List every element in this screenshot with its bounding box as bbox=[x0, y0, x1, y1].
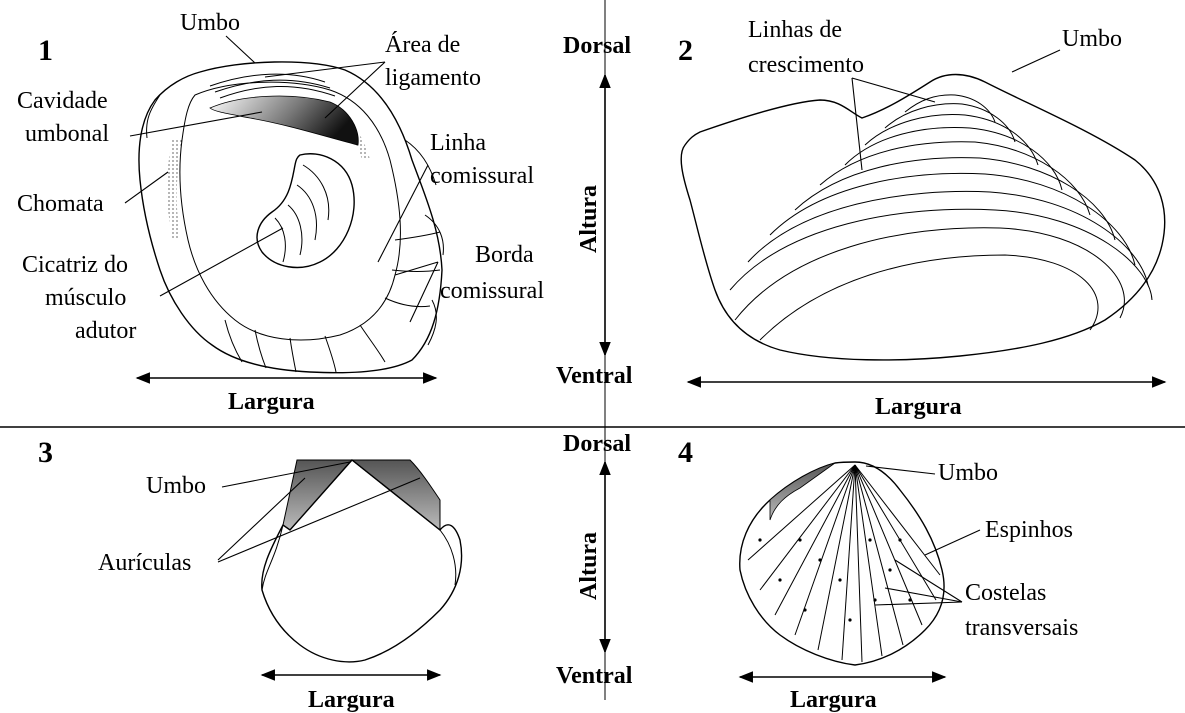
panel-2-linhas-label-1: Linhas de bbox=[748, 17, 842, 43]
panel-2-umbo-leader bbox=[1012, 50, 1060, 72]
panel-3-left-auricle bbox=[283, 460, 352, 530]
panel-1-cicatriz-label-3: adutor bbox=[75, 318, 136, 344]
panel-4-umbo-label: Umbo bbox=[938, 460, 998, 486]
panel-1-umbo-label: Umbo bbox=[180, 10, 240, 36]
altura-label-top: Altura bbox=[576, 185, 602, 253]
panel-1-borda-label-2: comissural bbox=[440, 278, 544, 304]
panel-2-linhas-leaders bbox=[852, 78, 935, 170]
panel-4-costelas-label-1: Costelas bbox=[965, 580, 1046, 606]
panel-2-linhas-label-2: crescimento bbox=[748, 52, 864, 78]
panel-1-scar-lines bbox=[275, 165, 329, 262]
panel-2-largura-label: Largura bbox=[875, 394, 962, 420]
panel-3-largura-label: Largura bbox=[308, 687, 395, 713]
dorsal-label-top: Dorsal bbox=[563, 33, 631, 59]
panel-1-chomata-dots bbox=[168, 140, 183, 240]
panel-2-umbo-label: Umbo bbox=[1062, 26, 1122, 52]
panel-1-linha-label-1: Linha bbox=[430, 130, 486, 156]
panel-1-linha-leader bbox=[378, 165, 428, 262]
panel-2-growth-lines bbox=[730, 95, 1152, 340]
panel-3-number: 3 bbox=[38, 436, 53, 469]
panel-1-umbonal-cavity bbox=[210, 96, 358, 145]
panel-4-spines bbox=[758, 538, 911, 621]
panel-1-adductor-scar bbox=[257, 154, 354, 268]
panel-1-cicatriz-label-1: Cicatriz do bbox=[22, 252, 128, 278]
panel-1-cavidade-label-2: umbonal bbox=[25, 121, 109, 147]
panel-4-outer-shell bbox=[740, 462, 944, 665]
panel-1-borda-label-1: Borda bbox=[475, 242, 534, 268]
panel-2-clam-shell: 2 Linhas de crescimento Umbo Largura bbox=[678, 17, 1165, 420]
altura-label-bottom: Altura bbox=[576, 532, 602, 600]
panel-3-scallop-shell: 3 Umbo Aurículas Largura bbox=[38, 436, 462, 713]
panel-1-cavidade-leader bbox=[130, 112, 262, 136]
panel-1-largura-label: Largura bbox=[228, 389, 315, 415]
panel-1-oyster-shell: 1 Umbo Área de ligamento Cavidade umbona… bbox=[17, 10, 544, 415]
panel-1-chomata-label: Chomata bbox=[17, 191, 104, 217]
panel-1-margin-lamellae bbox=[147, 95, 444, 345]
panel-3-auriculas-label: Aurículas bbox=[98, 550, 191, 576]
panel-4-costelas-leaders bbox=[875, 560, 962, 605]
panel-4-umbo-leader bbox=[866, 466, 935, 474]
panel-4-number: 4 bbox=[678, 436, 693, 469]
panel-1-area-label-1: Área de bbox=[385, 32, 460, 58]
panel-3-edge-lines bbox=[262, 525, 456, 590]
panel-1-cicatriz-label-2: músculo bbox=[45, 285, 126, 311]
panel-4-largura-label: Largura bbox=[790, 687, 877, 713]
panel-1-number: 1 bbox=[38, 34, 53, 67]
panel-1-area-label-2: ligamento bbox=[385, 65, 481, 91]
panel-4-espinhos-label: Espinhos bbox=[985, 517, 1073, 543]
panel-1-linha-label-2: comissural bbox=[430, 163, 534, 189]
panel-1-cavidade-label-1: Cavidade bbox=[17, 88, 108, 114]
ventral-label-top: Ventral bbox=[556, 363, 633, 389]
panel-3-umbo-label: Umbo bbox=[146, 473, 206, 499]
panel-1-umbo-leader bbox=[226, 36, 255, 63]
ventral-label-bottom: Ventral bbox=[556, 663, 633, 689]
dorsal-label-bottom: Dorsal bbox=[563, 431, 631, 457]
panel-4-costelas-label-2: transversais bbox=[965, 615, 1078, 641]
panel-1-chomata-leader bbox=[125, 172, 168, 203]
panel-2-number: 2 bbox=[678, 34, 693, 67]
panel-4-spiny-shell: 4 Umbo Espinhos Costelas transve bbox=[678, 436, 1078, 713]
